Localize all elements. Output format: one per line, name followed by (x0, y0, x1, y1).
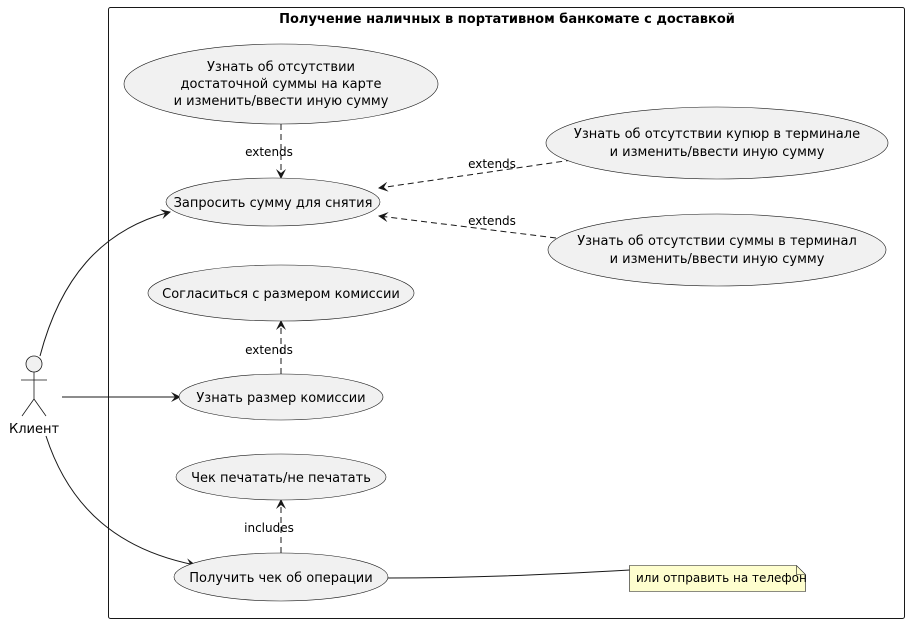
use-case-label: Узнать об отсутствии (207, 60, 355, 75)
diagram-title: Получение наличных в портативном банкома… (279, 12, 735, 27)
extends-label-4: extends (245, 343, 293, 357)
note-send-to-phone: или отправить на телефон (629, 565, 807, 592)
assoc-actor-request (39, 209, 171, 357)
note-text: или отправить на телефон (636, 571, 807, 585)
use-case-label: Узнать размер комиссии (196, 391, 365, 406)
use-case-label: Узнать об отсутствии купюр в терминале (574, 127, 860, 142)
extends-label-3: extends (468, 214, 516, 228)
use-case-label: Запросить сумму для снятия (174, 196, 373, 211)
note-connector (386, 569, 631, 579)
extends-label-2: extends (468, 157, 516, 171)
use-case-label: достаточной суммы на карте (181, 77, 382, 92)
use-case-request-amount: Запросить сумму для снятия (165, 177, 381, 227)
use-case-learn-no-bills: Узнать об отсутствии купюр в терминале и… (545, 106, 889, 180)
actor-client: Клиент (9, 355, 59, 437)
extends-label-1: extends (245, 145, 293, 159)
system-boundary: Получение наличных в портативном банкома… (108, 7, 905, 619)
use-case-label: и изменить/ввести иную сумму (174, 94, 389, 109)
use-case-learn-insufficient-card: Узнать об отсутствии достаточной суммы н… (123, 43, 439, 125)
extends-edge-2 (378, 159, 573, 192)
includes-label-1: includes (244, 521, 294, 535)
use-case-receipt-print: Чек печатать/не печатать (175, 453, 387, 501)
use-case-label: и изменить/ввести иную сумму (610, 145, 825, 160)
actor-label: Клиент (9, 422, 59, 437)
assoc-actor-receipt (45, 435, 196, 569)
use-case-learn-no-sum-terminal: Узнать об отсутствии суммы в терминал и … (547, 213, 887, 287)
use-case-label: Узнать об отсутствии суммы в терминал (577, 234, 857, 249)
use-case-get-receipt: Получить чек об операции (173, 552, 389, 602)
use-case-label: Получить чек об операции (189, 571, 372, 586)
use-case-agree-fee: Согласиться с размером комиссии (147, 264, 415, 322)
use-case-label: Чек печатать/не печатать (191, 471, 371, 486)
use-case-label: и изменить/ввести иную сумму (610, 252, 825, 267)
use-case-label: Согласиться с размером комиссии (162, 287, 400, 302)
use-case-learn-fee: Узнать размер комиссии (178, 373, 384, 421)
